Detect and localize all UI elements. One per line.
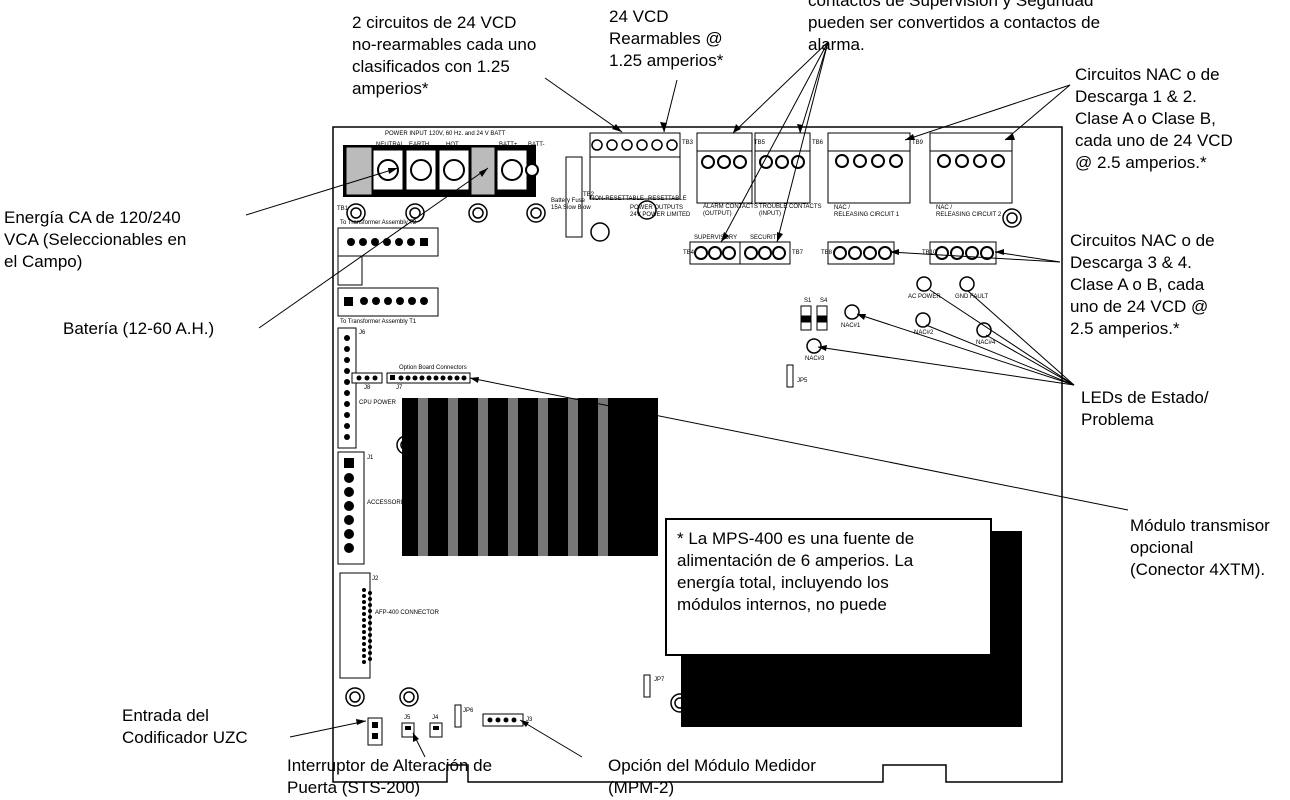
tb5-tb6-contacts [696, 132, 811, 204]
jp6-label: JP6 [463, 708, 474, 714]
nac-releasing-2-label: NAC / RELEASING CIRCUIT 2 [936, 205, 1002, 218]
cpu-power-label: CPU POWER [359, 400, 397, 406]
batt-neg-label: BATT- [528, 142, 545, 148]
alarm-contacts-label: ALARM CONTACTS (OUTPUT) [703, 204, 758, 217]
transformer-t2-connector [337, 227, 439, 286]
j5-label: J5 [404, 715, 411, 721]
s1-s4-switches [800, 305, 828, 331]
resettable-label: RESETTABLE [648, 196, 687, 202]
j6-cpu-power [337, 327, 357, 449]
nac4-led-label: NAC#4 [976, 340, 996, 346]
tb3-power-outputs [589, 132, 681, 200]
tb9-label: TB9 [912, 140, 924, 146]
jp5-label: JP5 [797, 378, 808, 384]
gnd-fault-led-label: GND FAULT [955, 294, 989, 300]
earth-label: EARTH [409, 142, 430, 148]
j1-accessories [337, 451, 365, 565]
nac-releasing-1-label: NAC / RELEASING CIRCUIT 1 [834, 205, 900, 218]
ac-power-callout: Energía CA de 120/240 VCA (Seleccionable… [4, 208, 187, 271]
j6-label: J6 [359, 330, 366, 336]
j8-label: J8 [364, 385, 371, 391]
callout-arrowheads [356, 122, 1015, 742]
nac34-callout: Circuitos NAC o de Descarga 3 & 4. Clase… [1070, 231, 1215, 338]
tamper-callout: Interruptor de Alteración de Puerta (STS… [287, 756, 493, 797]
ac-power-led-label: AC POWER [908, 294, 941, 300]
note-box: * La MPS-400 es una fuente de alimentaci… [665, 518, 992, 656]
tb1-terminal-block [343, 145, 539, 197]
batt-pos-label: BATT+ [499, 142, 518, 148]
tb6-label: TB6 [812, 140, 824, 146]
supervisory-security-blocks [689, 241, 791, 265]
afp-connector-label: AFP-400 CONNECTOR [375, 610, 439, 616]
j4-label: J4 [432, 715, 439, 721]
tb1-label: TB1 [337, 206, 349, 212]
resettable-callout: 24 VCD Rearmables @ 1.25 amperios* [609, 7, 724, 70]
s1-label: S1 [804, 298, 812, 304]
nonresettable-callout: 2 circuitos de 24 VCD no-rearmables cada… [352, 13, 537, 98]
accessories-label: ACCESSORIES [367, 500, 411, 506]
contacts-callout: contactos de Supervisión y Seguridad pue… [808, 0, 1101, 54]
tb5-label: TB5 [754, 140, 766, 146]
nac3-led-label: NAC#3 [805, 356, 825, 362]
jp7-label: JP7 [654, 677, 665, 683]
tb7-label: TB7 [792, 250, 804, 256]
nac1-led-label: NAC#1 [841, 323, 861, 329]
tb4-label: TB4 [683, 250, 695, 256]
non-resettable-label: NON-RESETTABLE [590, 196, 644, 202]
j1-label: J1 [367, 455, 374, 461]
leds-callout: LEDs de Estado/ Problema [1081, 388, 1209, 429]
supervisory-label: SUPERVISORY [694, 235, 738, 241]
s4-label: S4 [820, 298, 828, 304]
tb3-label: TB3 [682, 140, 694, 146]
transformer-t2-label: To Transformer Assembly T2 [340, 220, 417, 226]
power-outputs-label: POWER OUTPUTS 24V POWER LIMITED [630, 205, 691, 218]
neutral-label: NEUTRAL [376, 142, 405, 148]
trouble-contacts-label: TROUBLE CONTACTS (INPUT) [759, 204, 822, 217]
nac12-callout: Circuitos NAC o de Descarga 1 & 2. Clase… [1075, 65, 1233, 172]
power-input-label: POWER INPUT 120V, 60 Hz. and 24 V BATT [385, 131, 506, 137]
tb2-label: TB2 [583, 192, 595, 198]
hot-label: HOT [446, 142, 459, 148]
battery-fuse [565, 156, 583, 238]
transmitter-callout: Módulo transmisor opcional (Conector 4XT… [1130, 516, 1270, 579]
nac2-led-label: NAC#2 [914, 330, 934, 336]
option-board-connectors [351, 372, 471, 384]
tb10-label: TB10 [922, 250, 937, 256]
option-board-label: Option Board Connectors [399, 365, 467, 371]
uzc-callout: Entrada del Codificador UZC [122, 706, 248, 747]
fuse-label: Battery Fuse 15A Slow Blow [551, 198, 591, 211]
nac-releasing-blocks [827, 132, 1013, 204]
j7-label: J7 [396, 385, 403, 391]
nac3-4-blocks [827, 241, 997, 265]
battery-callout: Batería (12-60 A.H.) [63, 319, 215, 338]
transformer-t1-connector [337, 287, 439, 317]
j2-label: J2 [372, 576, 379, 582]
tb8-label: TB8 [821, 250, 833, 256]
j3-label: J3 [526, 717, 533, 723]
meter-callout: Opción del Módulo Medidor (MPM-2) [608, 756, 816, 797]
security-label: SECURITY [750, 235, 781, 241]
transformer-t1-label: To Transformer Assembly T1 [340, 319, 417, 325]
heatsink [402, 398, 658, 556]
j2-afp-connector [339, 572, 372, 679]
callout-lines [245, 41, 1129, 758]
